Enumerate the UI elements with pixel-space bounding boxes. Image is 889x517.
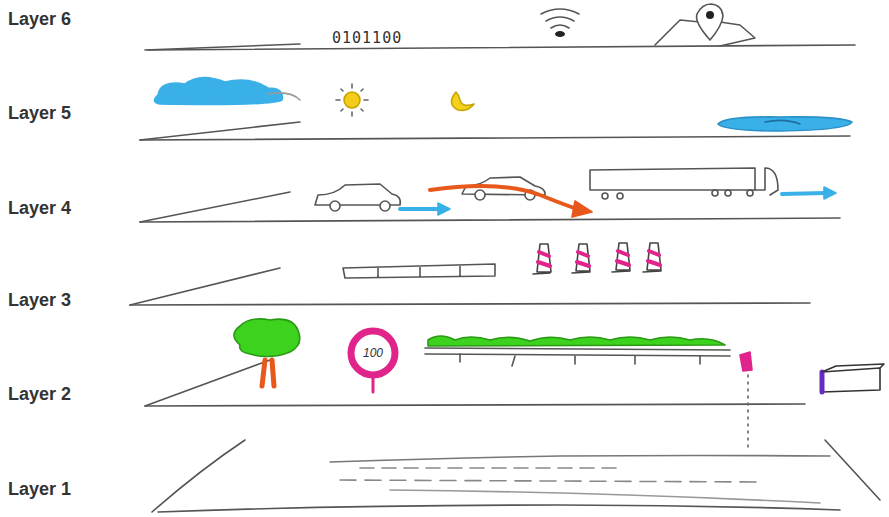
speed-limit-value: 100 [363, 347, 383, 359]
binary-data: 0101100 [332, 31, 402, 46]
layer-label: Layer 2 [8, 385, 71, 403]
layer-label: Layer 1 [8, 480, 71, 498]
layer-label: Layer 6 [8, 10, 71, 28]
layer-label: Layer 3 [8, 291, 71, 309]
layer-label: Layer 4 [8, 199, 71, 217]
layer-label: Layer 5 [8, 104, 71, 122]
